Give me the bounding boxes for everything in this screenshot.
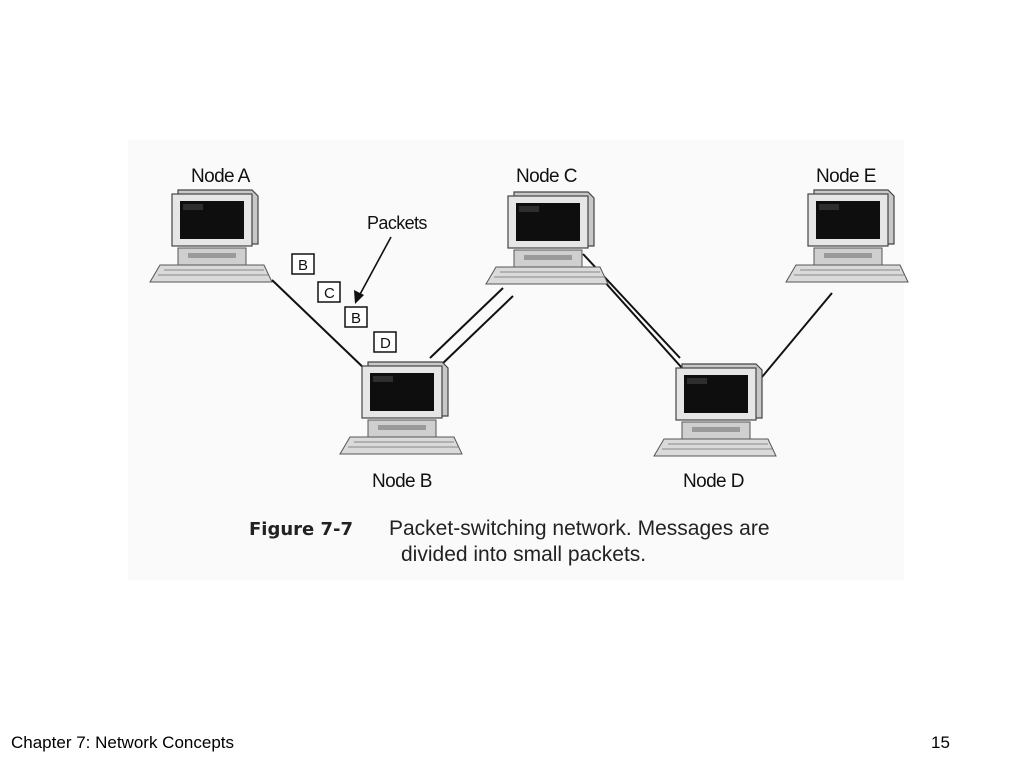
svg-text:B: B (351, 310, 361, 327)
packets-arrow-icon (354, 236, 392, 304)
figure-number: Figure 7-7 (249, 519, 353, 540)
figure-caption-line-2: divided into small packets. (401, 543, 646, 566)
node-d-label: Node D (683, 471, 744, 492)
packet-box: B (291, 253, 315, 275)
node-a-label: Node A (191, 166, 251, 187)
packet-box: B (344, 306, 368, 328)
footer-chapter-title: Chapter 7: Network Concepts (11, 733, 234, 752)
link-b-c-2 (439, 295, 514, 367)
figure-caption-line-1: Packet-switching network. Messages are (389, 517, 770, 540)
svg-text:D: D (380, 335, 391, 352)
node-c-label: Node C (516, 166, 577, 187)
link-b-c-1 (429, 287, 504, 359)
link-d-e (756, 292, 833, 384)
node-e-label: Node E (816, 166, 876, 187)
svg-text:C: C (324, 285, 335, 302)
packet-box: C (317, 281, 341, 303)
link-a-b (271, 279, 369, 373)
node-b-label: Node B (372, 471, 432, 492)
svg-text:B: B (298, 257, 308, 274)
packets-label: Packets (367, 213, 427, 233)
link-c-d-2 (593, 269, 683, 369)
footer-page-number: 15 (931, 733, 950, 752)
packet-box: D (373, 331, 397, 353)
